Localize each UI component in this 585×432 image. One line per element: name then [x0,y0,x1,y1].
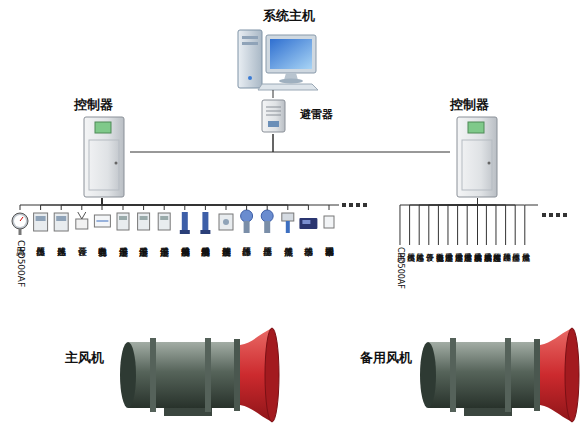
sensor-node: 压力CPD500AF [395,245,405,315]
sensor-node: 速度检测传感器 [491,245,501,315]
connector-line [102,198,226,210]
node-label: 系统主机 [263,9,315,23]
sensor-node: 设备开停 [72,210,92,310]
connector-line [478,198,525,245]
sensor-node: 设备开停 [424,245,434,315]
connector-line [102,198,144,210]
controller-cabinet: 控制器 [74,98,130,198]
sensor-node: 流量传感器 [520,245,530,315]
node-label: 控制器 [450,98,489,112]
connector-line [102,198,329,210]
connector-line [102,198,205,210]
sensor-node: 定子温度传感器 [154,210,174,310]
connector-line [61,198,102,210]
connector-line [130,134,273,152]
connector-line [438,198,477,245]
connector-line [448,198,478,245]
main-fan: 主风机 [60,330,275,422]
connector-line [102,198,123,210]
connector-line [20,198,102,210]
sensor-node: 流量传感器 [278,210,298,310]
connector-line [102,198,267,210]
connector-line [478,198,516,245]
connector-line [41,198,102,210]
connector-line [102,198,288,210]
connector-line [419,198,477,245]
sensor-node: 压力CPD500AF [10,210,30,310]
lightning-arrester: 避雷器 [258,98,340,134]
connector-line [458,198,478,245]
connector-line [478,198,487,245]
connector-line [400,198,478,245]
connector-line [478,198,506,245]
sensor-node: 功率因素传感器 [319,210,339,310]
connector-line [410,198,478,245]
sensor-node: 全压传感器 [510,245,520,315]
bus-continuation [329,205,538,206]
sensor-node: 定子温度传感器 [453,245,463,315]
sensor-node: 风速传感器 [414,245,424,315]
sensor-node: 负压传感器 [405,245,415,315]
sensor-node: 全压传感器 [257,210,277,310]
connector-line [82,198,102,210]
controller-illustration [84,117,124,197]
sensor-label: 压力CPD500AF [15,240,24,287]
sensor-node: 静压传感器 [501,245,511,315]
ellipsis-dots [342,203,567,217]
sensor-node: 前轴承温度传感器 [175,210,195,310]
node-label: 备用风机 [360,351,412,365]
sensor-label: 压力CPD500AF [396,247,404,289]
sensor-node: 电力参数变送器 [434,245,444,315]
backup-fan: 备用风机 [355,330,575,422]
node-label: 避雷器 [300,109,333,121]
sensor-node: 定子温度传感器 [134,210,154,310]
connector-line [102,198,308,210]
sensor-node: 静压传感器 [237,210,257,310]
controller-illustration [457,117,497,197]
sensor-node: 负压传感器 [31,210,51,310]
sensor-node: 电力参数变送器 [92,210,112,310]
connector-line [102,198,103,210]
connector-line [273,90,274,98]
sensor-node: 后轴承温度传感器 [482,245,492,315]
computer-illustration [238,30,318,90]
connector-line [102,198,247,210]
controller-cabinet: 控制器 [450,98,505,198]
connector-line [102,198,185,210]
connector-line [477,198,478,245]
sensor-node: 风速传感器 [51,210,71,310]
connector-line [467,198,477,245]
host-computer: 系统主机 [228,5,320,90]
sensor-node: 定子温度传感器 [462,245,472,315]
sensor-node: 定子温度传感器 [443,245,453,315]
sensor-node: 前轴承温度传感器 [472,245,482,315]
connector-line [102,198,164,210]
sensor-node: 后轴承温度传感器 [195,210,215,310]
arrester-illustration [262,100,285,132]
connector-line [478,198,496,245]
fan-illustration [420,328,579,422]
node-label: 主风机 [65,351,104,365]
connector-line [273,134,450,152]
node-label: 控制器 [74,98,113,112]
sensor-icons [12,210,334,235]
connector-line [429,198,478,245]
sensor-node: 定子温度传感器 [113,210,133,310]
fan-illustration [120,328,279,422]
sensor-node: 速度检测传感器 [216,210,236,310]
sensor-node: 功率传感器 [298,210,318,310]
